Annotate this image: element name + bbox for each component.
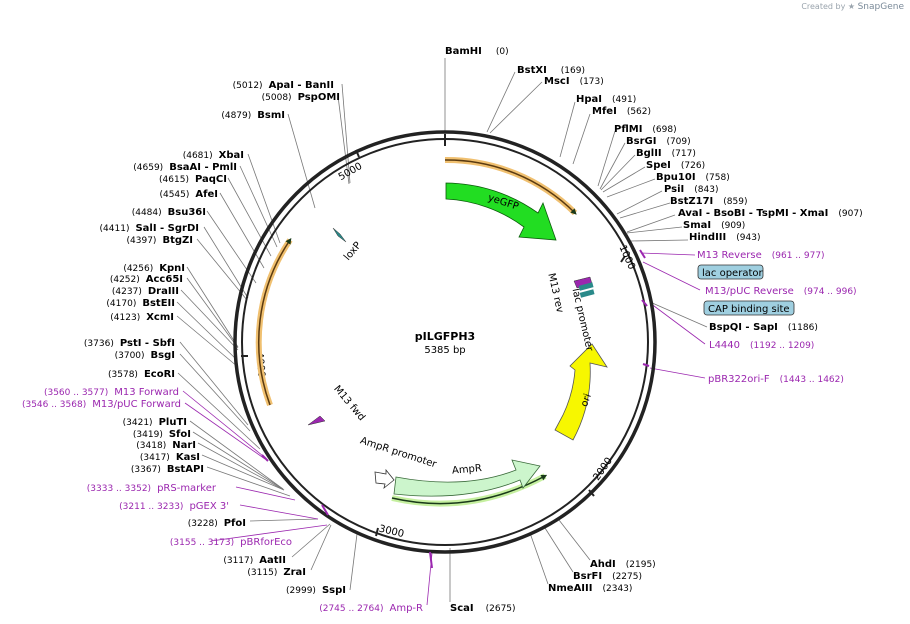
enzyme-label[interactable]: (3418)NarI	[136, 440, 196, 451]
cap-binding-label: CAP binding site	[708, 304, 790, 315]
enzyme-label[interactable]: (4879)BsmI	[221, 110, 285, 121]
enzyme-label[interactable]: (4659)BsaAI - PmlI	[133, 162, 237, 173]
primer-label[interactable]: M13 Reverse(961 .. 977)	[697, 250, 825, 261]
enzyme-label[interactable]: AvaI - BsoBI - TspMI - XmaI(907)	[678, 208, 863, 219]
enzyme-label[interactable]: (4123)XcmI	[110, 312, 174, 323]
primer-label[interactable]: (3546 .. 3568)M13/pUC Forward	[22, 399, 181, 410]
primer-label[interactable]: M13/pUC Reverse(974 .. 996)	[705, 286, 857, 297]
feature-label-ori: ori	[579, 392, 594, 408]
feature-label-m13-rev: M13 rev	[545, 272, 565, 314]
primer-leader-lines	[182, 252, 706, 606]
primer-label[interactable]: (3333 .. 3352)pRS-marker	[87, 483, 217, 494]
enzyme-label[interactable]: (4615)PaqCI	[159, 174, 227, 185]
primer-marks	[261, 249, 650, 569]
snapgene-logo-icon: ★	[847, 2, 856, 11]
enzyme-label[interactable]: BglII(717)	[636, 148, 696, 159]
primer-label[interactable]: (3155 .. 3173)pBRforEco	[170, 537, 292, 548]
feature-loxp[interactable]: loxP	[332, 227, 364, 263]
plasmid-name: pILGFPH3	[415, 330, 475, 343]
enzyme-label[interactable]: AhdI(2195)	[590, 559, 656, 570]
enzyme-label[interactable]: Bpu10I(758)	[656, 172, 730, 183]
enzyme-label[interactable]: (3115)ZraI	[247, 567, 306, 578]
enzyme-label[interactable]: (4484)Bsu36I	[132, 207, 206, 218]
cap-binding-box[interactable]: CAP binding site	[703, 300, 795, 316]
feature-m13-fwd[interactable]: M13 fwd	[307, 384, 367, 426]
feature-label-ampr: AmpR	[452, 463, 483, 477]
enzyme-label[interactable]: (4170)BstEII	[106, 298, 175, 309]
feature-label-loxp: loxP	[342, 240, 364, 263]
enzyme-label[interactable]: (4237)DraIII	[112, 286, 179, 297]
enzyme-label[interactable]: BspQI - SapI(1186)	[709, 322, 818, 333]
enzyme-label[interactable]: (4397)BtgZI	[127, 235, 193, 246]
primer-label[interactable]: L4440(1192 .. 1209)	[709, 340, 814, 351]
enzyme-labels: BamHI(0) BstXI(169) MscI(173) HpaI(491) …	[84, 46, 863, 614]
feature-ori[interactable]: ori	[554, 343, 608, 441]
enzyme-label[interactable]: MfeI(562)	[592, 106, 651, 117]
enzyme-label[interactable]: (4545)AfeI	[159, 189, 218, 200]
enzyme-label[interactable]: ScaI(2675)	[450, 603, 516, 614]
feature-lac-operator-mark[interactable]	[578, 282, 595, 298]
enzyme-label[interactable]: (3421)PluTI	[123, 417, 187, 428]
lac-operator-box[interactable]: lac operator	[697, 264, 763, 280]
primer-label[interactable]: (2745 .. 2764)Amp-R	[319, 603, 423, 614]
enzyme-label[interactable]: (4256)KpnI	[123, 263, 185, 274]
enzyme-label[interactable]: SpeI(726)	[646, 160, 705, 171]
enzyme-label[interactable]: (3117)AatII	[223, 555, 286, 566]
plasmid-size: 5385 bp	[424, 345, 465, 356]
primer-label[interactable]: (3560 .. 3577)M13 Forward	[44, 387, 179, 398]
enzyme-label[interactable]: BstXI(169)	[517, 65, 585, 76]
primer-label[interactable]: (3211 .. 3233)pGEX 3'	[119, 501, 229, 512]
feature-yegfp[interactable]: yeGFP	[445, 182, 557, 241]
enzyme-label[interactable]: (4411)SalI - SgrDI	[100, 223, 199, 234]
enzyme-label[interactable]: BamHI(0)	[445, 46, 509, 57]
credit-brand: SnapGene	[857, 2, 904, 12]
tick-label-5000: 5000	[337, 161, 365, 183]
enzyme-label[interactable]: PsiI(843)	[664, 184, 718, 195]
enzyme-label[interactable]: HindIII(943)	[689, 232, 760, 243]
enzyme-label[interactable]: (4252)Acc65I	[110, 274, 183, 285]
enzyme-label[interactable]: (3700)BsgI	[115, 350, 175, 361]
enzyme-label[interactable]: BsrGI(709)	[626, 136, 691, 147]
enzyme-label[interactable]: NmeAIII(2343)	[548, 583, 632, 594]
enzyme-label[interactable]: (3417)KasI	[140, 452, 200, 463]
enzyme-label[interactable]: SmaI(909)	[683, 220, 745, 231]
lac-operator-label: lac operator	[702, 268, 763, 279]
snapgene-credit: Created by ★ SnapGene	[801, 2, 904, 12]
enzyme-label[interactable]: (3367)BstAPI	[131, 464, 204, 475]
enzyme-label[interactable]: PflMI(698)	[614, 124, 677, 135]
enzyme-label[interactable]: (3419)SfoI	[133, 429, 191, 440]
enzyme-label[interactable]: (4681)XbaI	[183, 150, 244, 161]
scale-ticks	[241, 134, 626, 537]
feature-ampr[interactable]: AmpR	[393, 459, 541, 497]
enzyme-label[interactable]: BstZ17I(859)	[670, 196, 747, 207]
enzyme-label[interactable]: (3578)EcoRI	[108, 369, 175, 380]
primer-label[interactable]: pBR322ori-F(1443 .. 1462)	[708, 374, 844, 385]
feature-label-ampr-promoter: AmpR promoter	[359, 435, 439, 470]
enzyme-label[interactable]: (3228)PfoI	[188, 518, 246, 529]
enzyme-label[interactable]: (5012)ApaI - BanII	[233, 80, 334, 91]
enzyme-label[interactable]: HpaI(491)	[576, 94, 636, 105]
plasmid-center: pILGFPH3 5385 bp	[415, 330, 475, 356]
orf-arcs	[255, 156, 578, 507]
enzyme-label[interactable]: (3736)PstI - SbfI	[84, 338, 175, 349]
enzyme-label[interactable]: (2999)SspI	[286, 585, 346, 596]
primer-labels: M13 Reverse(961 .. 977) M13/pUC Reverse(…	[22, 250, 857, 614]
feature-label-m13-fwd: M13 fwd	[331, 384, 367, 424]
enzyme-leader-lines	[176, 58, 708, 602]
credit-prefix: Created by	[801, 2, 846, 11]
enzyme-label[interactable]: MscI(173)	[544, 76, 604, 87]
enzyme-label[interactable]: BsrFI(2275)	[573, 571, 642, 582]
enzyme-label[interactable]: (5008)PspOMI	[262, 92, 340, 103]
